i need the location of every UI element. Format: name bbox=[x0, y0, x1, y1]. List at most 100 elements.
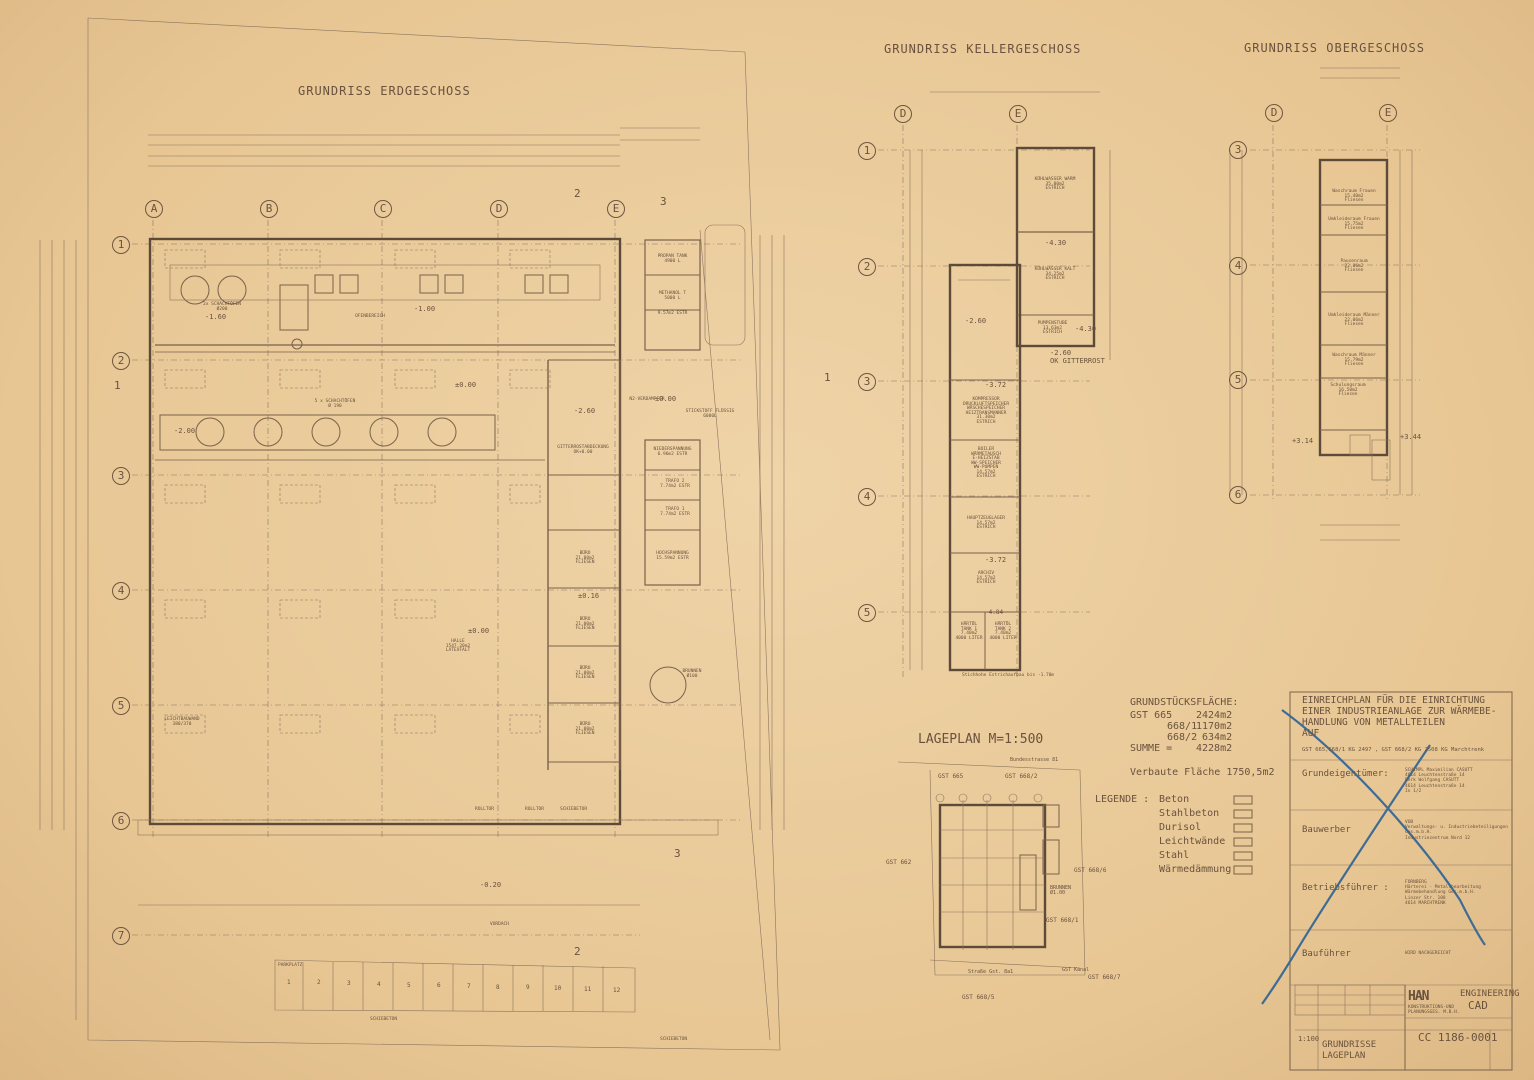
grundstueck-value: 1170m2 bbox=[1196, 721, 1233, 732]
legend-item: Beton bbox=[1159, 794, 1190, 805]
kg-level-4: -2.60 bbox=[1050, 349, 1072, 357]
lageplan-gst-668-7: GST 668/7 bbox=[1088, 974, 1121, 981]
grundstueck-label: GST 665 bbox=[1130, 710, 1173, 721]
label-vordach: VORDACH bbox=[490, 922, 509, 927]
axis-4: 4 bbox=[112, 582, 130, 600]
grundstueck-value: 634m2 bbox=[1202, 732, 1233, 743]
section-marker-2-bottom: 2 bbox=[574, 945, 581, 958]
eg-level-8: ±0.00 bbox=[655, 395, 677, 403]
eg-level-1: -1.60 bbox=[205, 313, 227, 321]
title-lageplan: LAGEPLAN M=1:500 bbox=[918, 732, 1044, 747]
eg-level-3: -1.00 bbox=[414, 305, 436, 313]
og-axis-3: 3 bbox=[1229, 141, 1247, 159]
room-hochspannung: HOCHSPANNUNG 15.59m2 ESTR bbox=[656, 551, 689, 561]
lageplan-gst-668-5: GST 668/5 bbox=[962, 994, 995, 1001]
tb-gst-line: GST 665,668/1 KG 2497 , GST 668/2 KG 250… bbox=[1302, 747, 1485, 753]
axis-5: 5 bbox=[112, 697, 130, 715]
room-buero-2: BÜRO 21.00m2 FLIESEN bbox=[575, 617, 595, 631]
kg-level-6: -3.72 bbox=[985, 556, 1007, 564]
lageplan-drawing bbox=[897, 761, 1086, 976]
kg-room-haertoel-2: HÄRTÖL TANK 2 7.40m2 4000 LITER bbox=[989, 622, 1017, 641]
lageplan-gst-662: GST 662 bbox=[886, 859, 912, 866]
lageplan-brunnen: BRUNNEN Ø1.00 bbox=[1050, 885, 1072, 896]
eg-level-2: ±0.00 bbox=[455, 381, 477, 389]
kg-room-pumpenstube: PUMPENSTUBE 13.63m2 ESTRICH bbox=[1037, 321, 1068, 335]
label-schiebetor: SCHIEBETOR bbox=[560, 807, 588, 812]
room-halle: HALLE 1547.20m2 LATEXFALT bbox=[445, 639, 471, 653]
lageplan-gst-kanal: GST Kanal bbox=[1062, 967, 1090, 973]
eg-level-9: -0.20 bbox=[480, 881, 502, 889]
axis-1: 1 bbox=[112, 236, 130, 254]
room-gitterrost: GITTERROSTABDECKUNG OK+0.00 bbox=[557, 445, 609, 455]
eg-level-7: ±0.16 bbox=[578, 592, 600, 600]
grundstueck-label: 668/1 bbox=[1167, 721, 1198, 732]
kg-level-5: -3.72 bbox=[985, 381, 1007, 389]
skylights bbox=[164, 249, 551, 734]
lageplan-gst-668-1: GST 668/1 bbox=[1046, 917, 1079, 924]
room-stickstoff: STICKSTOFF FLÜSSIG 6000L bbox=[685, 409, 735, 419]
og-level-2: +3.44 bbox=[1400, 433, 1422, 441]
room-propan-tank: PROPAN TANK 4900 L bbox=[657, 254, 688, 264]
axis-E: E bbox=[607, 200, 625, 218]
parking-space: 7 bbox=[467, 983, 471, 990]
room-trafo2: TRAFO 2 7.74m2 ESTR bbox=[660, 479, 690, 489]
section-marker-2-top: 2 bbox=[574, 187, 581, 200]
title-block-frame bbox=[1289, 691, 1513, 1071]
legend-heading: LEGENDE : bbox=[1095, 794, 1150, 805]
tb-company-cad: CAD bbox=[1468, 999, 1488, 1012]
parking-space: 4 bbox=[377, 981, 381, 988]
og-axis-6: 6 bbox=[1229, 486, 1247, 504]
axis-2: 2 bbox=[112, 352, 130, 370]
label-parkplatz: PARKPLATZ bbox=[278, 963, 303, 968]
parking-space: 12 bbox=[613, 987, 621, 994]
og-room-umkleide-frauen: Umkleideraum Frauen 15.75m2 Fliesen bbox=[1328, 217, 1380, 231]
label-schachtoefen-2: 5 x SCHACHTÖFEN Ø 190 bbox=[314, 399, 356, 409]
kg-axis-5: 5 bbox=[858, 604, 876, 622]
og-room-waschraum-frauen: Waschraum Frauen 15.40m2 Fliesen bbox=[1332, 189, 1376, 203]
label-schieberton-2: SCHIEBETON bbox=[660, 1037, 688, 1042]
parking-space: 8 bbox=[496, 984, 500, 991]
kg-axis-3: 3 bbox=[858, 373, 876, 391]
og-axis-E: E bbox=[1379, 104, 1397, 122]
tb-grundeigentuemer-label: Grundeigentümer: bbox=[1302, 769, 1389, 779]
og-axis-4: 4 bbox=[1229, 257, 1247, 275]
section-marker-3-bottom: 3 bbox=[674, 847, 681, 860]
legend-swatches bbox=[1233, 795, 1253, 875]
axis-7: 7 bbox=[112, 927, 130, 945]
axis-3: 3 bbox=[112, 467, 130, 485]
eg-annex bbox=[644, 224, 746, 586]
axis-6: 6 bbox=[112, 812, 130, 830]
og-room-umkleide-maenner: Umkleideraum Männer 22.06m2 Fliesen bbox=[1328, 313, 1380, 327]
room-methanol-tank: METHANOL T 5000 L bbox=[658, 291, 687, 301]
legend-item: Wärmedämmung bbox=[1159, 864, 1232, 875]
kg-room-kuehlwasser-kalt: KÜHLWASSER KALT 34.25m2 ESTRICH bbox=[1034, 267, 1076, 281]
eg-level-6: -2.60 bbox=[574, 407, 596, 415]
parking-space: 11 bbox=[584, 986, 592, 993]
tb-baufuehrer-value: WIRD NACHGEREICHT bbox=[1405, 951, 1452, 956]
axis-B: B bbox=[260, 200, 278, 218]
kg-room-hauptzeuglager: HAUPTZEUGLAGER 14.57m2 ESTRICH bbox=[967, 516, 1005, 530]
legend-item: Stahlbeton bbox=[1159, 808, 1220, 819]
tb-bauwerber-value: VOB Verwaltungs- u. Industriebeteiligung… bbox=[1405, 820, 1508, 841]
title-erdgeschoss: GRUNDRISS ERDGESCHOSS bbox=[298, 84, 471, 98]
tb-grundeigentuemer-value: SCHIMPL Maximilian CASUTT 4614 Leuchtens… bbox=[1405, 768, 1473, 794]
canopy-parking bbox=[137, 819, 719, 1013]
kg-room-kompressor: KOMPRESSOR DRUCKLUFTSPEICHER WÄSCHESPEIC… bbox=[962, 397, 1010, 425]
title-obergeschoss: GRUNDRISS OBERGESCHOSS bbox=[1244, 41, 1425, 55]
furnace-circles bbox=[169, 264, 687, 704]
room-buero-1: BÜRO 21.00m2 FLIESEN bbox=[575, 551, 595, 565]
room-niederspannung: NIEDERSPANNUNG 6.96m2 ESTR bbox=[653, 447, 692, 457]
og-axis-5: 5 bbox=[1229, 371, 1247, 389]
label-schieberton-1: SCHIEBETON bbox=[370, 1017, 398, 1022]
legend-item: Leichtwände bbox=[1159, 836, 1226, 847]
eg-dimension-lines bbox=[39, 127, 785, 1020]
label-rolltor-2: ROLLTOR bbox=[525, 807, 544, 812]
label-leichtbau: LEICHTBAUWAND 380/370 bbox=[164, 717, 200, 727]
eg-grid-axes bbox=[132, 220, 740, 936]
verbaute-flaeche: Verbaute Fläche 1750,5m2 bbox=[1130, 767, 1275, 778]
og-level-1: +3.14 bbox=[1292, 437, 1314, 445]
room-brunnen: BRUNNEN Ø100 bbox=[682, 669, 702, 679]
tb-drawing-number: CC 1186-0001 bbox=[1418, 1031, 1498, 1044]
